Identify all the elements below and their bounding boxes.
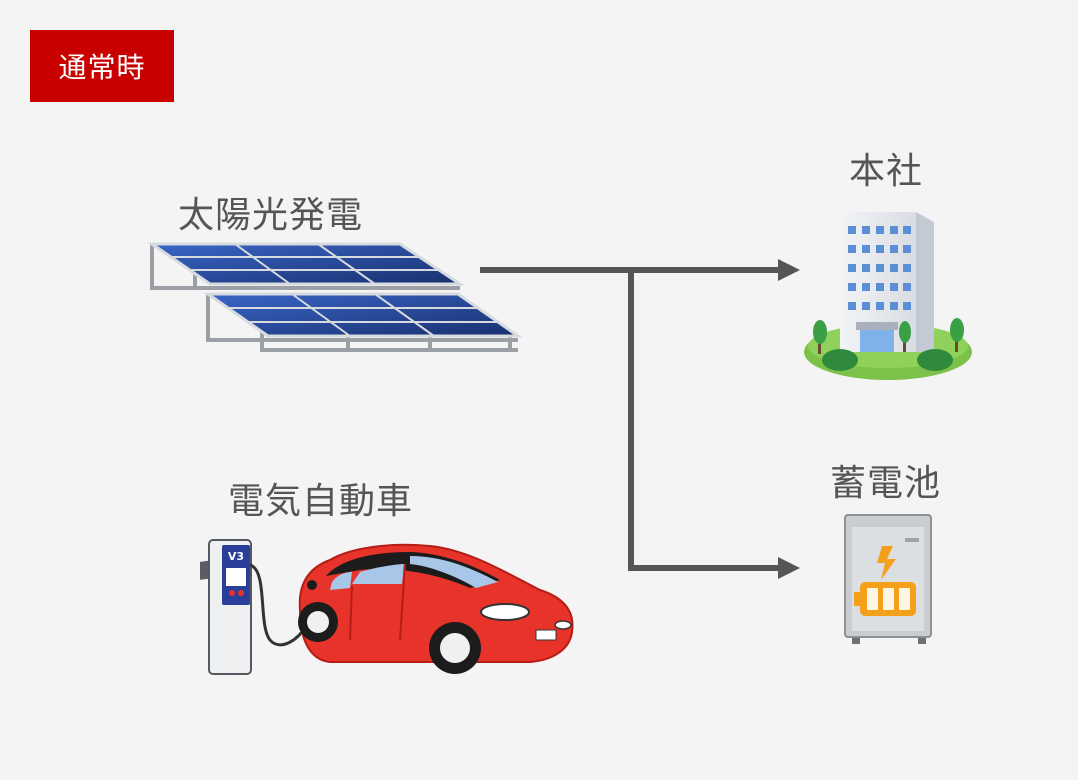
- mode-badge: 通常時: [30, 30, 174, 102]
- solar-panel-icon: [147, 242, 523, 352]
- electric-car-icon: [298, 543, 574, 674]
- charger-label: V3: [228, 550, 244, 563]
- arrow-to-headquarters: [778, 259, 800, 281]
- headquarters-label: 本社: [849, 151, 924, 192]
- arrow-to-battery: [778, 557, 800, 579]
- headquarters-building-icon: [804, 212, 972, 380]
- ev-charger-icon: V3: [200, 539, 310, 675]
- storage-battery-icon: [844, 514, 932, 644]
- flow-lines: [480, 259, 800, 579]
- flow-line-main: [480, 267, 782, 571]
- battery-label: 蓄電池: [830, 463, 942, 504]
- ev-label: 電気自動車: [228, 481, 414, 522]
- solar-label: 太陽光発電: [178, 195, 364, 236]
